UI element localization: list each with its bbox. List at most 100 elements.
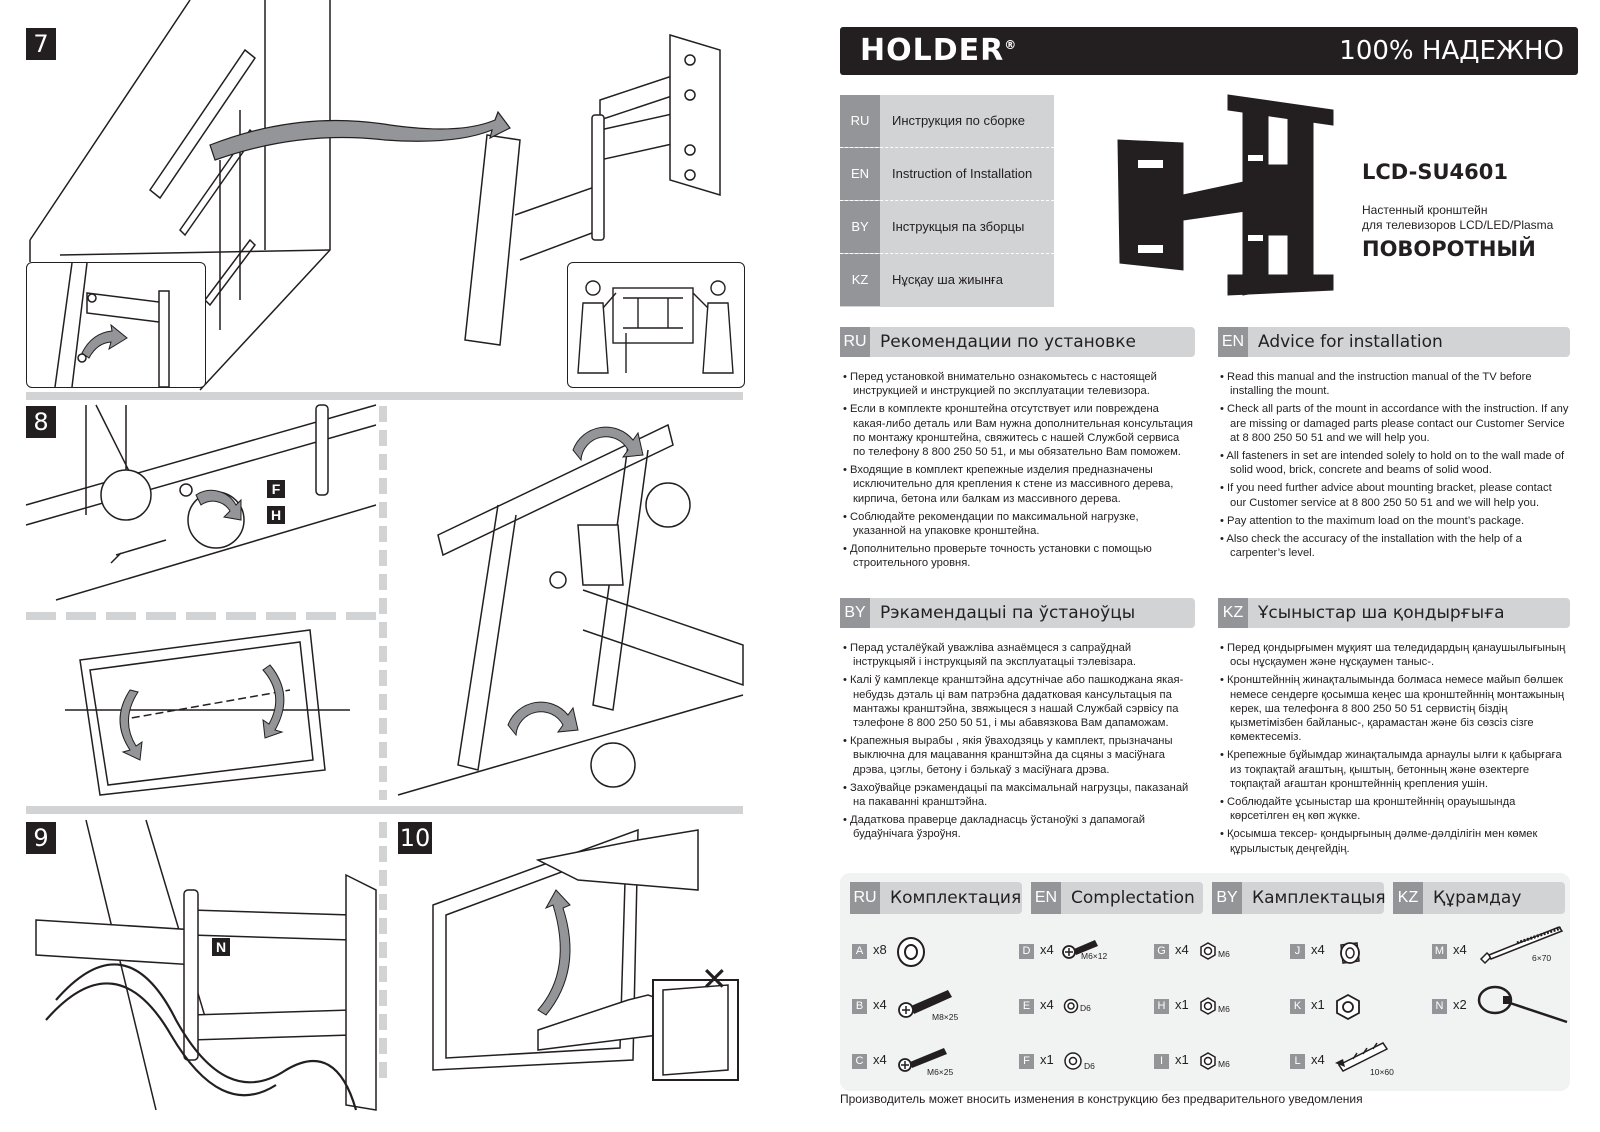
language-label: Нұсқау ша жиынға xyxy=(892,272,1003,287)
list-item-text: Pay attention to the maximum load on the… xyxy=(1227,514,1525,527)
list-item: • Перед қондырғымен мұқият ша теледидард… xyxy=(1220,642,1566,669)
kit-item-size: 6×70 xyxy=(1532,953,1552,963)
step10-hang-tv-illustration: ✕ xyxy=(432,828,739,1081)
section-code: BY xyxy=(840,598,870,628)
section-en-list: • Read this manual and the instruction m… xyxy=(1220,370,1570,564)
nut-icon xyxy=(1200,1052,1216,1070)
list-item-text: Дополнительно проверьте точность установ… xyxy=(850,543,1152,570)
list-item-text: Захоўвайце рэкамендацыі па максімальнай … xyxy=(850,781,1189,809)
kit-header-kz: KZ Құрамдау xyxy=(1393,882,1565,914)
kit-item-size: M6×12 xyxy=(1081,951,1108,961)
kit-item-quantity: x8 xyxy=(873,942,887,957)
kit-item-letter: C xyxy=(852,1054,867,1069)
list-item: • Соблюдайте ұсыныстар ша кронштейннің о… xyxy=(1220,796,1516,823)
product-type: ПОВОРОТНЫЙ xyxy=(1362,237,1536,261)
kit-item-letter: I xyxy=(1154,1054,1169,1069)
kit-item-quantity: x1 xyxy=(1311,997,1325,1012)
kit-item-size: D6 xyxy=(1084,1061,1095,1071)
language-code: KZ xyxy=(840,254,880,306)
nut-icon xyxy=(1336,993,1360,1021)
separator-8-vertical xyxy=(379,406,387,800)
kit-item-f: F x1 D6 xyxy=(1019,1043,1149,1083)
lag-bolt-icon xyxy=(1479,926,1564,965)
section-title: Рекомендации по установке xyxy=(880,332,1136,352)
language-label: Инструкция по сборке xyxy=(892,113,1025,128)
list-item-text: Соблюдайте ұсыныстар ша кронштейннің ора… xyxy=(1227,796,1516,823)
kit-item-quantity: x4 xyxy=(1311,1052,1325,1067)
kit-item-m: M x4 6×70 xyxy=(1432,926,1567,973)
kit-item-k: K x1 xyxy=(1290,988,1400,1028)
list-item-text: All fasteners in set are intended solely… xyxy=(1226,450,1565,477)
section-code: RU xyxy=(840,327,870,357)
list-item-text: Крапежныя вырабы , якія ўваходзяць у кам… xyxy=(850,735,1173,776)
kit-item-letter: J xyxy=(1290,944,1305,959)
spacer-icon xyxy=(1340,942,1360,964)
list-item-text: Соблюдайте рекомендации по максимальной … xyxy=(850,510,1139,538)
logo-text: HOLDER xyxy=(860,33,1005,68)
kit-item-size: M6×25 xyxy=(927,1067,954,1077)
screw-icon xyxy=(898,990,952,1018)
section-kz-list: • Перед қондырғымен мұқият ша теледидард… xyxy=(1220,641,1570,860)
list-item-text: Кронштейннің жинақталымында болмаса неме… xyxy=(1227,674,1565,744)
separator-9-10 xyxy=(379,822,387,1084)
separator-8-tilt xyxy=(26,612,376,620)
kit-header-title: Камплектацыя xyxy=(1252,888,1386,908)
kit-item-quantity: x4 xyxy=(1453,942,1467,957)
footer-disclaimer: Производитель может вносить изменения в … xyxy=(840,1092,1363,1106)
product-description-line1: Настенный кронштейн xyxy=(1362,203,1488,217)
nut-icon xyxy=(1200,997,1216,1015)
step9-cable-management-illustration xyxy=(35,819,377,1111)
kit-item-size: M6 xyxy=(1218,949,1230,959)
kit-item-g: G x4 M6 xyxy=(1154,933,1274,973)
step8-tilt-adjust-illustration xyxy=(65,629,350,796)
step7-inset-two-people xyxy=(567,262,745,388)
section-title: Advice for installation xyxy=(1258,332,1443,352)
kit-header-code: BY xyxy=(1212,882,1242,914)
kit-item-quantity: x2 xyxy=(1453,997,1467,1012)
kit-item-size: 10×60 xyxy=(1370,1067,1394,1077)
washer-icon xyxy=(1063,998,1079,1014)
section-by-list: • Перад усталёўкай уважліва азнаёмцеся з… xyxy=(843,641,1193,846)
kit-header-by: BY Камплектацыя xyxy=(1212,882,1386,914)
kit-item-j: J x4 xyxy=(1290,933,1400,973)
kit-item-quantity: x4 xyxy=(873,997,887,1012)
list-item: • Also check the accuracy of the install… xyxy=(1220,533,1522,560)
kit-item-n: N x2 xyxy=(1432,985,1568,1028)
step8-bracket-closeup-illustration xyxy=(397,423,744,796)
list-item: • Крапежныя вырабы , якія ўваходзяць у к… xyxy=(843,735,1173,776)
kit-item-letter: F xyxy=(1019,1054,1034,1069)
section-title: Рэкамендацыі па ўстаноўцы xyxy=(880,603,1136,623)
kit-item-quantity: x4 xyxy=(1311,942,1325,957)
washer-icon xyxy=(1064,1052,1082,1070)
language-divider xyxy=(840,253,1054,254)
step-number-10: 10 xyxy=(398,822,432,854)
step7-inset-attach xyxy=(26,262,206,388)
kit-item-l: L x4 10×60 xyxy=(1290,1042,1420,1083)
kit-item-quantity: x4 xyxy=(873,1052,887,1067)
kit-header-title: Комплектация xyxy=(890,888,1022,908)
brand-slogan: 100% НАДЕЖНО xyxy=(1339,36,1564,66)
language-code: RU xyxy=(840,95,880,147)
list-item: • Перед установкой внимательно ознакомьт… xyxy=(843,371,1157,398)
kit-header-ru: RU Комплектация xyxy=(850,882,1022,914)
kit-item-letter: M xyxy=(1432,944,1447,959)
list-item-text: Дадаткова праверце дакладнасць ўстаноўкі… xyxy=(850,814,1145,841)
list-item: • Соблюдайте рекомендации по максимально… xyxy=(843,510,1139,538)
product-description-line2: для телевизоров LCD/LED/Plasma xyxy=(1362,218,1554,232)
list-item: • If you need further advice about mount… xyxy=(1220,482,1552,509)
list-item-text: If you need further advice about mountin… xyxy=(1227,482,1552,509)
cable-tie-icon xyxy=(1477,985,1568,1024)
list-item-text: Крепежные бұйымдар жинақталымда арнаулы … xyxy=(1227,749,1562,790)
kit-item-d: D x4 M6×12 xyxy=(1019,933,1149,973)
language-code: EN xyxy=(840,148,880,200)
holder-logo: HOLDER® xyxy=(860,33,1017,68)
language-row-ru: RU Инструкция по сборке xyxy=(840,95,1054,147)
kit-item-size: M6 xyxy=(1218,1004,1230,1014)
kit-item-quantity: x1 xyxy=(1040,1052,1054,1067)
kit-item-a: A x8 xyxy=(852,933,982,973)
language-code: BY xyxy=(840,201,880,253)
kit-item-letter: E xyxy=(1019,999,1034,1014)
logo-registered-mark: ® xyxy=(1004,38,1018,52)
list-item-text: Если в комплекте кронштейна отсутствует … xyxy=(850,403,1193,459)
separator-8-9 xyxy=(26,806,743,814)
